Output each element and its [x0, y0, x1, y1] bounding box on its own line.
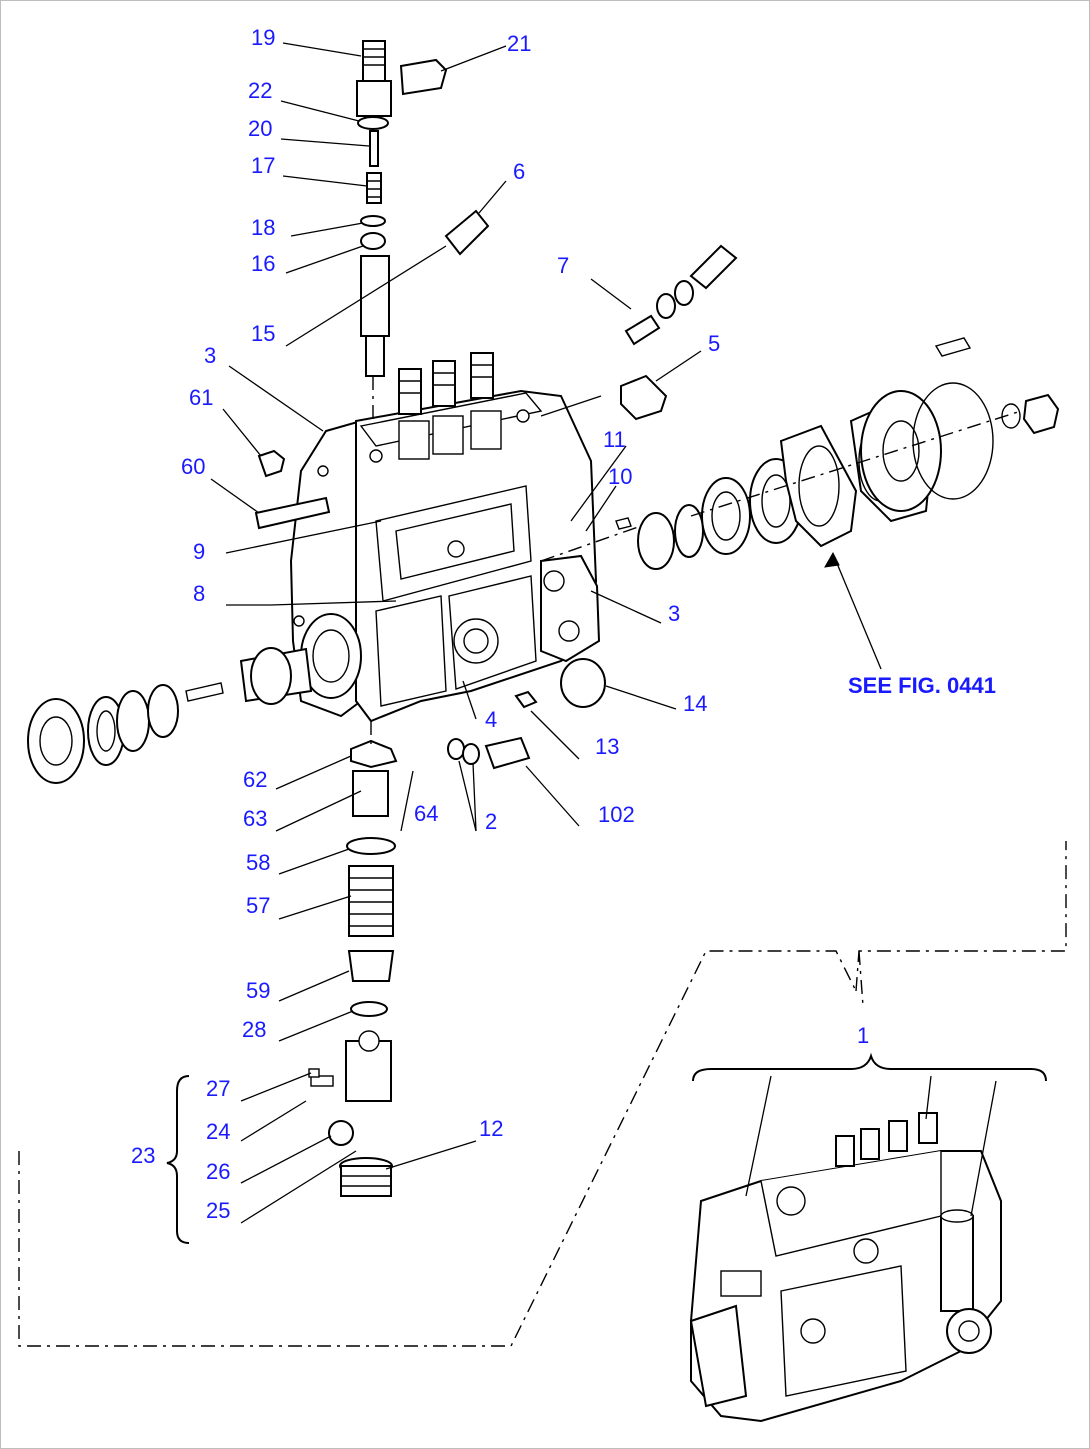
callout-58: 58 — [246, 850, 270, 875]
part-7-group — [624, 244, 738, 346]
callout-26: 26 — [206, 1159, 230, 1184]
callout-14: 14 — [683, 691, 707, 716]
group-brace-23 — [166, 1075, 190, 1244]
callout-16: 16 — [251, 251, 275, 276]
callout-59: 59 — [246, 978, 270, 1003]
callout-62: 62 — [243, 767, 267, 792]
callout-3-right: 3 — [668, 601, 680, 626]
callout-9: 9 — [193, 539, 205, 564]
callout-3-top: 3 — [204, 343, 216, 368]
callout-4: 4 — [485, 707, 497, 732]
callout-24: 24 — [206, 1119, 230, 1144]
shaft-end-parts-right — [615, 337, 1060, 570]
part-14-oring — [560, 658, 606, 708]
part-6-fitting — [444, 209, 490, 256]
part-5-plug — [620, 374, 668, 421]
callout-7: 7 — [557, 253, 569, 278]
upper-valve-stack — [356, 40, 448, 377]
part-61-bolt — [257, 449, 286, 478]
callout-21: 21 — [507, 31, 531, 56]
callout-6: 6 — [513, 159, 525, 184]
phantom-lines — [18, 376, 1067, 1347]
callout-10: 10 — [608, 464, 632, 489]
callout-23: 23 — [131, 1143, 155, 1168]
part-60-plate — [254, 496, 331, 530]
callout-22: 22 — [248, 78, 272, 103]
callout-12: 12 — [479, 1116, 503, 1141]
callout-25: 25 — [206, 1198, 230, 1223]
callout-20: 20 — [248, 116, 272, 141]
callout-13: 13 — [595, 734, 619, 759]
lower-tappet-stack — [308, 739, 398, 1197]
callout-15: 15 — [251, 321, 275, 346]
delivery-valve-holders — [398, 352, 502, 460]
callout-19: 19 — [251, 25, 275, 50]
callout-17: 17 — [251, 153, 275, 178]
callout-27: 27 — [206, 1076, 230, 1101]
shaft-end-parts-left — [27, 682, 224, 784]
callout-8: 8 — [193, 581, 205, 606]
see-figure-reference[interactable]: SEE FIG. 0441 — [848, 673, 996, 698]
callout-60: 60 — [181, 454, 205, 479]
callout-5: 5 — [708, 331, 720, 356]
callout-28: 28 — [242, 1017, 266, 1042]
callout-18: 18 — [251, 215, 275, 240]
callout-2: 2 — [485, 809, 497, 834]
callout-11: 11 — [603, 427, 626, 452]
callout-64: 64 — [414, 801, 438, 826]
bolt-group-102 — [447, 690, 538, 770]
leader-lines — [210, 42, 997, 1224]
callout-labels: 19 21 22 20 17 6 18 16 7 15 5 3 61 11 10… — [131, 25, 996, 1223]
callout-1: 1 — [857, 1023, 869, 1048]
callout-57: 57 — [246, 893, 270, 918]
callout-61: 61 — [189, 385, 213, 410]
inset-brace — [692, 1052, 1047, 1082]
callout-102: 102 — [598, 802, 635, 827]
inset-assembled-pump — [689, 1112, 1002, 1423]
callout-63: 63 — [243, 806, 267, 831]
